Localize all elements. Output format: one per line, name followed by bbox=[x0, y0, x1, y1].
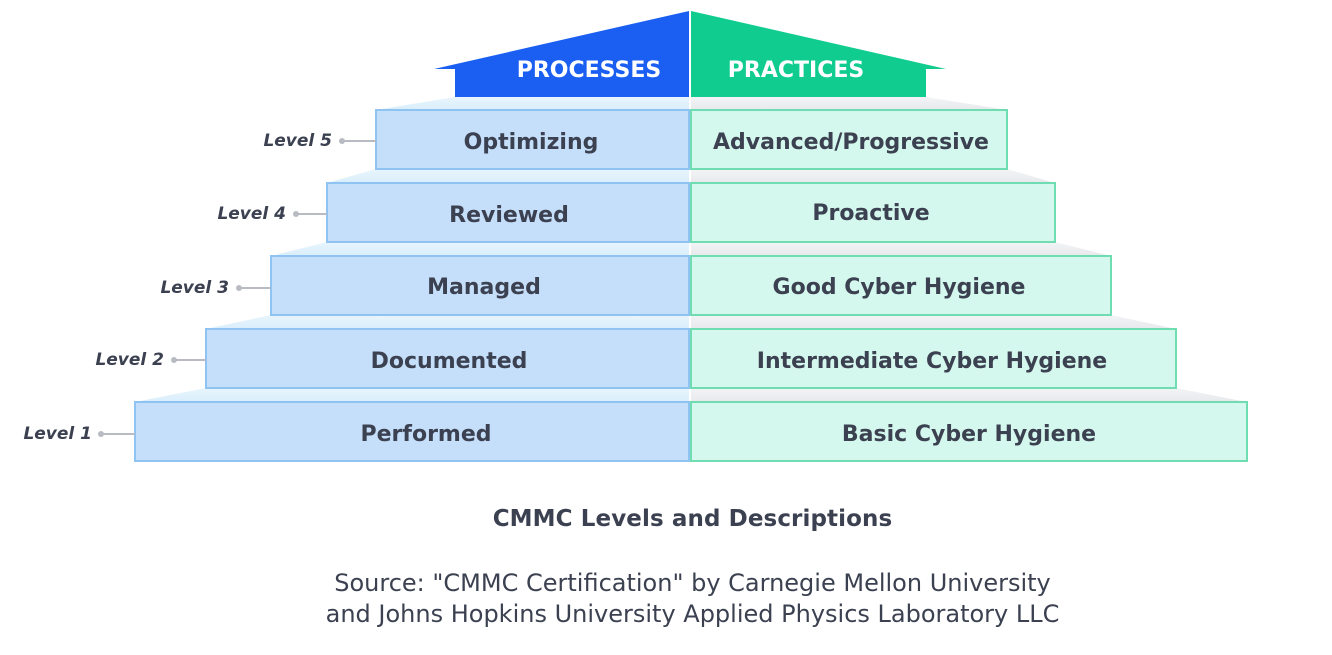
process-label: Performed bbox=[360, 422, 491, 447]
level-label: Level 3 bbox=[160, 278, 229, 298]
source-line-2: and Johns Hopkins University Applied Phy… bbox=[325, 600, 1060, 628]
step-ledges bbox=[135, 97, 1247, 402]
process-box bbox=[326, 182, 690, 243]
level-row-2: Documented Intermediate Cyber Hygiene Le… bbox=[95, 328, 1177, 389]
ledge-right bbox=[691, 388, 1247, 402]
level-row-1: Performed Basic Cyber Hygiene Level 1 bbox=[23, 401, 1248, 462]
level-connector-dot bbox=[339, 138, 345, 144]
processes-header-label: PROCESSES bbox=[517, 58, 662, 83]
process-label: Documented bbox=[371, 349, 528, 374]
level-connector-dot bbox=[98, 431, 104, 437]
ledge-right bbox=[691, 97, 1007, 110]
ledge-left bbox=[376, 97, 689, 110]
ledge-right bbox=[691, 315, 1176, 329]
practice-label: Intermediate Cyber Hygiene bbox=[757, 349, 1107, 374]
processes-roof bbox=[434, 11, 689, 97]
practice-box bbox=[690, 328, 1177, 389]
process-label: Managed bbox=[427, 275, 541, 300]
level-connector-dot bbox=[171, 357, 177, 363]
level-label: Level 4 bbox=[217, 204, 286, 224]
ledge-left bbox=[135, 388, 689, 402]
ledge-left bbox=[271, 242, 689, 256]
level-row-5: Optimizing Advanced/Progressive Level 5 bbox=[263, 109, 1008, 170]
practice-box bbox=[690, 182, 1056, 243]
source-line-1: Source: "CMMC Certification" by Carnegie… bbox=[334, 569, 1051, 597]
level-row-4: Reviewed Proactive Level 4 bbox=[217, 182, 1056, 243]
practices-header-label: PRACTICES bbox=[728, 58, 864, 83]
level-connector-dot bbox=[236, 285, 242, 291]
pyramid-roof: PROCESSES PRACTICES bbox=[434, 11, 946, 97]
process-label: Optimizing bbox=[464, 130, 599, 155]
practice-box bbox=[690, 109, 1008, 170]
ledge-right bbox=[691, 242, 1111, 256]
practice-label: Good Cyber Hygiene bbox=[773, 275, 1026, 300]
level-row-3: Managed Good Cyber Hygiene Level 3 bbox=[160, 255, 1112, 316]
process-box bbox=[375, 109, 690, 170]
ledge-left bbox=[327, 169, 689, 183]
level-label: Level 1 bbox=[23, 424, 92, 444]
ledge-left bbox=[206, 315, 689, 329]
practice-label: Proactive bbox=[812, 201, 929, 226]
practices-roof bbox=[691, 11, 946, 97]
level-label: Level 5 bbox=[263, 131, 332, 151]
diagram-caption-title: CMMC Levels and Descriptions bbox=[492, 506, 893, 532]
practice-box bbox=[690, 401, 1248, 462]
practice-box bbox=[690, 255, 1112, 316]
level-label: Level 2 bbox=[95, 350, 164, 370]
practice-label: Basic Cyber Hygiene bbox=[842, 422, 1096, 447]
process-box bbox=[134, 401, 690, 462]
process-box bbox=[205, 328, 690, 389]
level-connector-dot bbox=[293, 211, 299, 217]
ledge-right bbox=[691, 169, 1055, 183]
process-box bbox=[270, 255, 690, 316]
practice-label: Advanced/Progressive bbox=[713, 130, 989, 155]
process-label: Reviewed bbox=[449, 203, 569, 228]
